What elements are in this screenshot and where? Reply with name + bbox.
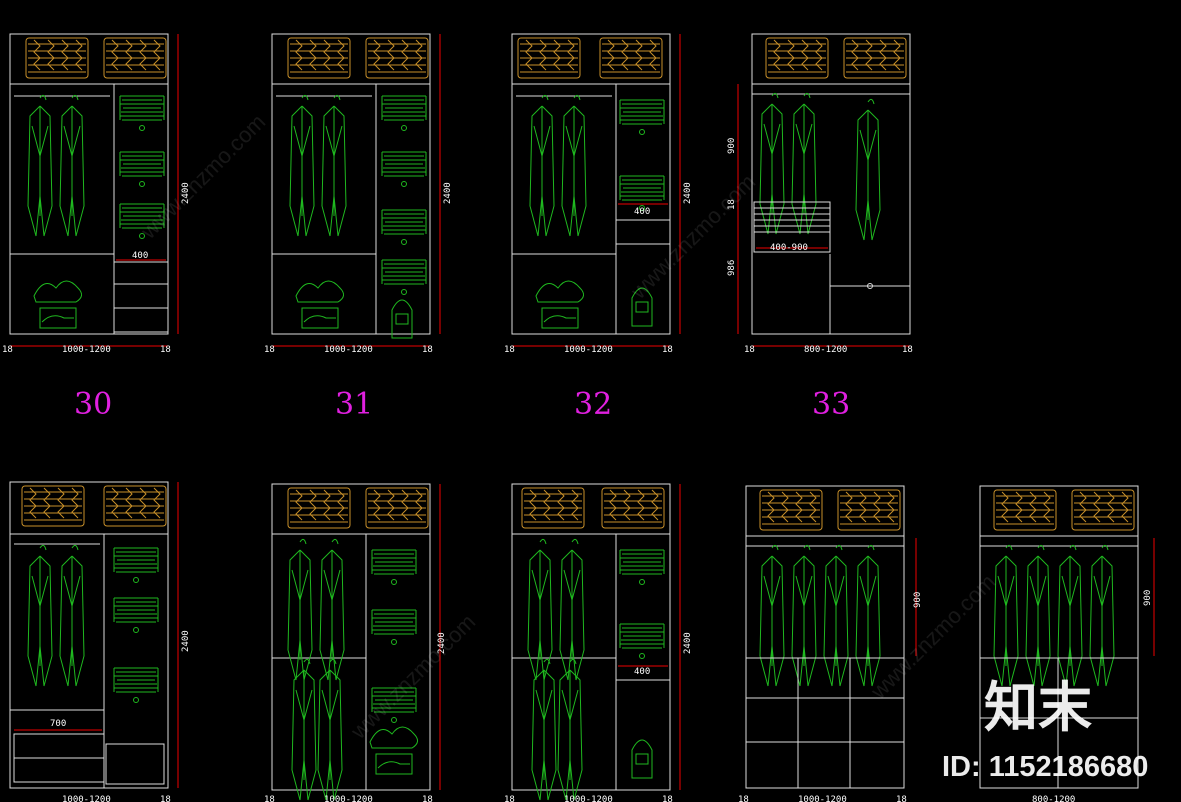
layout-number-33: 33 [812,387,850,422]
svg-text:18: 18 [504,795,515,802]
width-31: 1000-1200 [324,345,373,355]
svg-text:18: 18 [160,345,171,355]
layout-number-30: 30 [74,387,112,422]
width-33: 800-1200 [804,345,847,355]
svg-text:www.znzmo.com: www.znzmo.com [135,109,270,244]
svg-text:1000-1200: 1000-1200 [798,795,847,802]
svg-text:1000-1200: 1000-1200 [564,795,613,802]
svg-text:1000-1200: 1000-1200 [324,795,373,802]
width-32: 1000-1200 [564,345,613,355]
svg-text:986: 986 [727,260,737,276]
svg-text:18: 18 [727,199,737,210]
svg-text:900: 900 [1143,590,1153,606]
inner-width-30: 400 [132,251,148,261]
height-31: 2400 [443,182,453,204]
wardrobe-layout-row2-4: 900 1000-1200 18 18 [738,485,923,802]
svg-text:18: 18 [504,345,515,355]
svg-text:18: 18 [662,345,673,355]
inner-width-33: 400-900 [770,243,808,253]
svg-text:18: 18 [422,795,433,802]
svg-text:www.znzmo.com: www.znzmo.com [345,609,480,744]
svg-text:18: 18 [902,345,913,355]
inner-width-row2-1: 700 [50,719,66,729]
inner-width-row2-3: 400 [634,667,650,677]
svg-text:18: 18 [2,345,13,355]
svg-text:18: 18 [264,345,275,355]
id-watermark: ID: 1152186680 [942,751,1148,783]
svg-text:18: 18 [160,795,171,802]
svg-text:2400: 2400 [181,630,191,652]
svg-text:18: 18 [264,795,275,802]
brand-watermark: 知末 [984,678,1092,738]
wardrobe-layout-row2-1: 700 2400 1000-1200 18 [9,481,191,802]
svg-text:900: 900 [727,138,737,154]
height-32: 2400 [683,182,693,204]
svg-text:1000-1200: 1000-1200 [62,795,111,802]
wardrobe-layout-31: 2400 1000-1200 18 18 [264,33,453,355]
wardrobe-layout-row2-3: 400 2400 1000-1200 18 18 [504,483,693,802]
width-30: 1000-1200 [62,345,111,355]
svg-text:2400: 2400 [683,632,693,654]
wardrobe-layout-row2-2: 2400 1000-1200 18 18 [264,483,447,802]
svg-text:18: 18 [744,345,755,355]
wardrobe-layout-30: 400 2400 1000-1200 18 18 [2,33,191,355]
svg-text:18: 18 [422,345,433,355]
svg-text:18: 18 [662,795,673,802]
layout-number-32: 32 [574,387,612,422]
wardrobe-layout-33: 400-900 900 18 986 800-1200 18 18 [727,33,913,355]
height-30: 2400 [181,182,191,204]
svg-text:800-1200: 800-1200 [1032,795,1075,802]
layout-number-31: 31 [335,387,373,422]
svg-text:2400: 2400 [437,632,447,654]
wardrobe-layout-row2-5: 900 800-1200 [979,485,1155,802]
wardrobe-layout-32: 400 2400 1000-1200 18 18 [504,33,693,355]
inner-width-32: 400 [634,207,650,217]
svg-text:18: 18 [896,795,907,802]
svg-text:900: 900 [913,592,923,608]
svg-text:18: 18 [738,795,749,802]
background-watermarks: www.znzmo.com www.znzmo.com www.znzmo.co… [135,109,1000,744]
